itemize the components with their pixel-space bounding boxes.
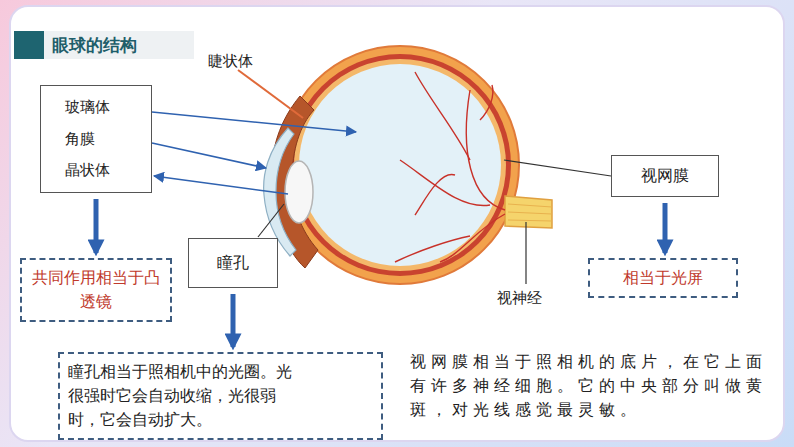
- part-name: 角膜: [49, 128, 95, 151]
- box-text: 视网膜: [641, 164, 689, 188]
- down-arrow: [231, 294, 236, 347]
- note-paragraph: 视网膜相当于照相机的底片，在它上面有许多神经细胞。它的中央部分叫做黄斑，对光线感…: [410, 350, 776, 422]
- part-name: 视神经: [497, 287, 542, 310]
- down-arrow: [94, 199, 99, 253]
- label-box: 瞳孔: [188, 238, 278, 288]
- part-list-box: 玻璃体角膜晶状体: [40, 85, 152, 193]
- box-text: 相当于光屏: [623, 266, 703, 290]
- box-text: 瞳孔: [217, 251, 249, 275]
- leader-lines: [152, 112, 356, 194]
- slide-title: 眼球的结构: [52, 34, 137, 57]
- blood-vessels: [395, 72, 505, 262]
- lens: [285, 161, 313, 223]
- part-name: 玻璃体: [49, 96, 110, 119]
- note-box: 瞳孔相当于照相机中的光圈。光很强时它会自动收缩，光很弱时，它会自动扩大。: [58, 352, 383, 440]
- box-text: 瞳孔相当于照相机中的光圈。光很强时它会自动收缩，光很弱时，它会自动扩大。: [68, 360, 300, 432]
- box-text: 共同作用相当于凸透镜: [30, 266, 162, 314]
- slide-panel: [10, 6, 784, 441]
- note-box: 共同作用相当于凸透镜: [20, 258, 172, 322]
- note-box: 相当于光屏: [588, 258, 738, 298]
- title-band: [14, 31, 194, 59]
- title-marker: [14, 31, 44, 59]
- label-box: 视网膜: [611, 155, 719, 197]
- down-arrow: [663, 203, 668, 253]
- part-name: 睫状体: [208, 50, 253, 73]
- ciliary-iris: [272, 96, 318, 268]
- pointer-lines: [238, 70, 611, 284]
- part-name: 晶状体: [49, 159, 110, 182]
- eyeball: [264, 46, 552, 284]
- optic-nerve: [505, 196, 552, 228]
